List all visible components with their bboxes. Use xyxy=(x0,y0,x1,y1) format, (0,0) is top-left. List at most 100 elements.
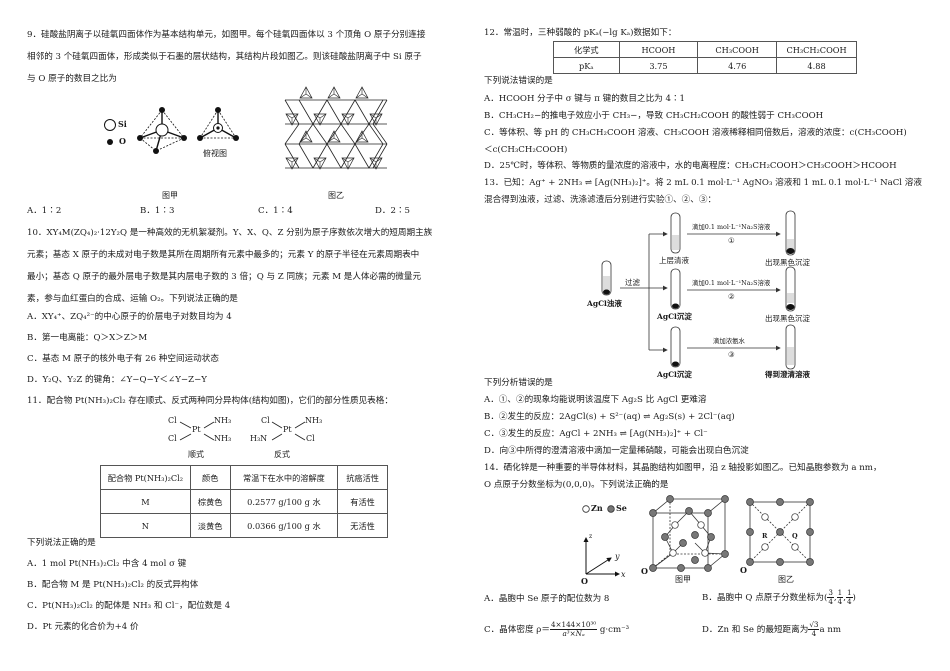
q9-option-b[interactable]: B．1∶3 xyxy=(140,206,175,216)
cis-tl-ligand: Cl xyxy=(168,416,177,425)
q14-stem-line2: O 点原子分数坐标为(0,0,0)。下列说法正确的是 xyxy=(484,480,669,490)
experiment-flow-arrows-icon xyxy=(601,210,796,370)
left-column: 9．硅酸盐阴离子以硅氧四面体作为基本结构单元，如图甲。每个硅氧四面体以 3 个顶… xyxy=(0,0,465,671)
numerator: √3 xyxy=(808,620,820,630)
branch2-tube-label: AgCl沉淀 xyxy=(657,312,692,321)
q10-stem-line2: 元素；基态 X 原子的未成对电子数是其所在周期所有元素中最多的；元素 Y 的原子… xyxy=(27,250,420,260)
projection-origin-label: O xyxy=(740,565,747,575)
q10-stem-line4: 素，参与血红蛋白的合成、运输 O₂。下列说法正确的是 xyxy=(27,294,238,304)
q12-option-b[interactable]: B．CH₃CH₂−的推电子效应小于 CH₃−，导致 CH₃CH₂COOH 的酸性… xyxy=(484,111,824,121)
start-tube-label: AgCl浊液 xyxy=(587,299,622,308)
q12-option-c[interactable]: C．等体积、等 pH 的 CH₃CH₂COOH 溶液、CH₃COOH 溶液稀释相… xyxy=(484,128,907,138)
q12-option-d[interactable]: D．25℃时，等体积、等物质的量浓度的溶液中，水的电离程度：CH₃CH₂COOH… xyxy=(484,161,897,171)
branch2-result: 出现黑色沉淀 xyxy=(765,314,810,323)
axis-y-label: y xyxy=(615,552,620,561)
table-cell: 3.75 xyxy=(618,57,699,74)
top-view-label: 俯视图 xyxy=(203,149,227,158)
denominator: 4 xyxy=(837,597,843,606)
branch3-result: 得到澄清溶液 xyxy=(765,370,810,379)
branch1-tube-label: 上层清液 xyxy=(659,256,689,265)
si-atom-legend-icon xyxy=(104,119,116,131)
q9-option-d[interactable]: D．2∶5 xyxy=(375,206,411,216)
q13-option-b[interactable]: B．②发生的反应：2AgCl(s) + S²⁻(aq) ⇌ Ag₂S(s) + … xyxy=(484,412,735,422)
q13-option-c[interactable]: C．③发生的反应：AgCl + 2NH₃ ⇌ [Ag(NH₃)₂]⁺ + Cl⁻ xyxy=(484,429,708,439)
axis-z-label: z xyxy=(589,533,593,540)
fig-yi-label-q14: 图乙 xyxy=(778,575,794,584)
q13-stem-line1: 13．已知：Ag⁺ + 2NH₃ ⇌ [Ag(NH₃)₂]⁺。将 2 mL 0.… xyxy=(484,178,922,188)
q10-option-b[interactable]: B．第一电离能：Q＞X＞Z＞M xyxy=(27,333,148,343)
cis-bl-ligand: Cl xyxy=(168,434,177,443)
table-cell: 无活性 xyxy=(337,513,388,538)
table-cell: 0.0366 g/100 g 水 xyxy=(229,513,339,538)
q12-pka-table: 化学式 HCOOH CH₃COOH CH₃CH₂COOH pKₐ 3.75 4.… xyxy=(553,41,857,74)
q11-option-b[interactable]: B．配合物 M 是 Pt(NH₃)₂Cl₂ 的反式异构体 xyxy=(27,580,199,590)
layered-silicate-structure-diagram xyxy=(284,86,388,170)
table-cell: 有活性 xyxy=(337,489,388,514)
branch2-reagent: 滴加0.1 mol·L⁻¹Na₂S溶液 xyxy=(692,279,771,287)
branch3-step: ③ xyxy=(728,350,735,359)
cis-center-atom: Pt xyxy=(192,425,201,434)
silicon-oxygen-tetrahedron-diagram xyxy=(137,107,187,154)
trans-isomer-structure: Cl H₃N Pt NH₃ Cl xyxy=(250,414,330,454)
q13-option-d[interactable]: D．向③中所得的澄清溶液中滴加一定量稀硝酸，可能会出现白色沉淀 xyxy=(484,446,749,456)
q12-prompt: 下列说法错误的是 xyxy=(484,76,553,86)
table-header-cell: 化学式 xyxy=(553,41,620,58)
fig-yi-label: 图乙 xyxy=(328,191,344,200)
point-q-label: Q xyxy=(792,532,798,540)
cis-br-ligand: NH₃ xyxy=(214,434,232,443)
q10-stem-line3: 最小；基态 Q 原子的最外层电子数是其内层电子数的 3 倍；Q 与 Z 同族；元… xyxy=(27,272,422,282)
q10-option-d[interactable]: D．Y₂Q、Y₂Z 的键角：∠Y−Q−Y＜∠Y−Z−Y xyxy=(27,375,207,385)
trans-label: 反式 xyxy=(274,450,290,459)
table-header-cell: 颜色 xyxy=(189,465,231,490)
trans-br-ligand: Cl xyxy=(306,434,315,443)
q11-option-c[interactable]: C．Pt(NH₃)₂Cl₂ 的配体是 NH₃ 和 Cl⁻，配位数是 4 xyxy=(27,601,231,611)
q13-option-a[interactable]: A．①、②的现象均能说明该温度下 Ag₂S 比 AgCl 更难溶 xyxy=(484,395,707,405)
filter-label: 过滤 xyxy=(625,278,640,287)
unit-cell-origin-label: O xyxy=(641,566,648,576)
q11-option-d[interactable]: D．Pt 元素的化合价为+4 价 xyxy=(27,622,139,632)
branch3-reagent: 滴加浓氨水 xyxy=(713,337,745,345)
zn-atom-legend-icon xyxy=(582,505,590,513)
q9-stem-line2: 相邻的 3 个硅氧四面体，形成类似于石墨的层状结构，其结构片段如图乙。则该硅酸盐… xyxy=(27,52,422,62)
table-cell: M xyxy=(100,489,191,514)
table-cell: 4.88 xyxy=(776,57,857,74)
q14-option-a[interactable]: A．晶胞中 Se 原子的配位数为 8 xyxy=(484,594,610,604)
q14-option-c-prefix: C．晶体密度 ρ＝ xyxy=(484,625,550,635)
numerator: 1 xyxy=(845,588,853,598)
q12-option-a[interactable]: A．HCOOH 分子中 σ 键与 π 键的数目之比为 4∶1 xyxy=(484,94,686,104)
cis-isomer-structure: Cl Cl Pt NH₃ NH₃ xyxy=(168,414,238,454)
table-cell: pKₐ xyxy=(553,57,620,74)
q9-option-a[interactable]: A．1∶2 xyxy=(27,206,62,216)
table-header-cell: CH₃CH₂COOH xyxy=(776,41,857,58)
numerator: 3 xyxy=(827,588,834,598)
tetrahedron-top-view-diagram xyxy=(197,107,239,141)
denominator: 4 xyxy=(811,629,817,638)
q10-option-c[interactable]: C．基态 M 原子的核外电子有 26 种空间运动状态 xyxy=(27,354,219,364)
right-column: 12．常温时，三种弱酸的 pKₐ(−lg Kₐ)数据如下： 化学式 HCOOH … xyxy=(475,0,940,671)
numerator: 1 xyxy=(836,588,844,598)
denominator: a³×Nₐ xyxy=(562,629,585,638)
table-header-cell: HCOOH xyxy=(618,41,699,58)
q13-experiment-diagram: AgCl浊液 过滤 上层清液 滴加0.1 mol·L⁻¹Na₂S溶液 ① 出现黑… xyxy=(575,205,845,380)
zn-legend-label: Zn xyxy=(591,503,603,513)
q11-option-a[interactable]: A．1 mol Pt(NH₃)₂Cl₂ 中含 4 mol σ 键 xyxy=(27,559,187,569)
q9-option-c[interactable]: C．1∶4 xyxy=(258,206,293,216)
q14-option-d-prefix: D．Zn 和 Se 的最短距离为 xyxy=(702,625,809,635)
denominator: 4 xyxy=(846,597,852,606)
q13-prompt: 下列分析错误的是 xyxy=(484,378,553,388)
branch1-reagent: 滴加0.1 mol·L⁻¹Na₂S溶液 xyxy=(692,223,771,231)
denominator: 4 xyxy=(828,597,833,606)
branch3-tube-label: AgCl沉淀 xyxy=(657,370,692,379)
znse-unit-cell-diagram xyxy=(649,495,729,572)
table-cell: 4.76 xyxy=(697,57,778,74)
axis-x-label: x xyxy=(621,570,626,579)
q10-option-a[interactable]: A．XY₄⁺、ZQ₄²⁻的中心原子的价层电子对数目均为 4 xyxy=(27,312,232,322)
table-row: pKₐ 3.75 4.76 4.88 xyxy=(553,57,857,74)
q14-option-b-suffix: ) xyxy=(852,593,856,603)
si-legend-label: Si xyxy=(118,119,127,129)
